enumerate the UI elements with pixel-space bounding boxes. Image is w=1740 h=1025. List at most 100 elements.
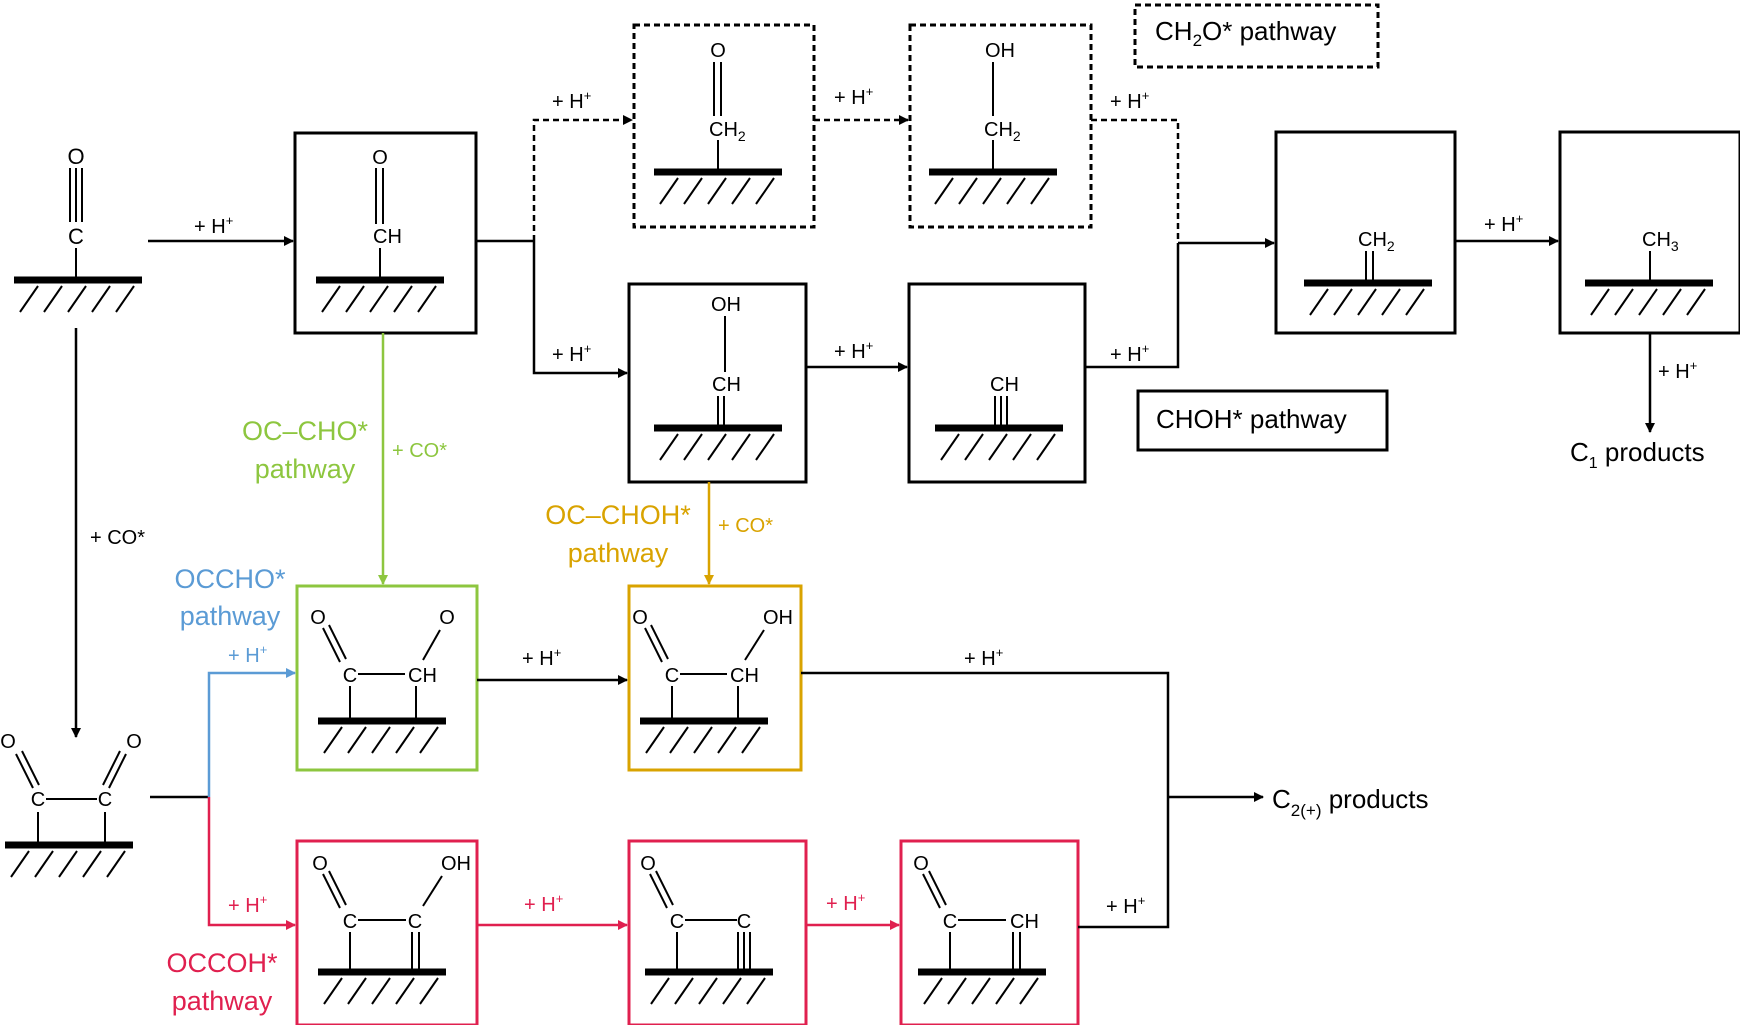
svg-text:O: O <box>0 731 16 753</box>
svg-text:OCCHO*: OCCHO* <box>174 564 285 594</box>
label-h-c2-top: + H+ <box>964 645 1003 670</box>
svg-text:O: O <box>913 853 929 875</box>
molecule-occ: O C C <box>640 853 773 1004</box>
svg-text:C: C <box>408 911 422 933</box>
svg-text:O: O <box>372 147 388 169</box>
molecule-choh: OH CH <box>654 294 782 460</box>
arrow-cho-to-choh <box>532 241 628 378</box>
svg-text:C: C <box>943 911 957 933</box>
svg-text:CHOH* pathway: CHOH* pathway <box>1156 404 1347 434</box>
box-ch2o <box>632 23 816 229</box>
svg-text:C: C <box>665 665 679 687</box>
svg-text:CH2: CH2 <box>984 119 1021 144</box>
box-occ <box>627 839 808 1025</box>
box-occh <box>899 839 1080 1025</box>
svg-text:C: C <box>670 911 684 933</box>
structure-boxes <box>293 23 1740 1025</box>
c2-products: C2(+) products <box>1272 784 1428 820</box>
box-choh <box>627 282 808 484</box>
arrow-cho-to-ch2o <box>532 115 633 241</box>
label-h-ch2oh: + H+ <box>834 84 873 109</box>
label-h-co-cho: + H+ <box>194 213 233 238</box>
label-h-ch2o: + H+ <box>552 88 591 113</box>
molecule-occho: O O C CH <box>310 607 455 753</box>
svg-text:O: O <box>710 40 726 62</box>
label-h-c1: + H+ <box>1658 358 1697 383</box>
svg-text:OH: OH <box>441 853 471 875</box>
svg-text:OH: OH <box>763 607 793 629</box>
label-h-blue: + H+ <box>228 642 267 667</box>
label-h-from-ch: + H+ <box>1110 341 1149 366</box>
svg-text:C: C <box>31 789 45 811</box>
svg-text:C: C <box>68 224 84 249</box>
molecule-occo: O O C C <box>0 731 142 877</box>
svg-text:CH: CH <box>990 374 1019 396</box>
svg-text:pathway: pathway <box>172 986 273 1016</box>
label-h-ch3: + H+ <box>1484 211 1523 236</box>
svg-text:C: C <box>343 911 357 933</box>
pathway-occho: OCCHO* pathway <box>174 564 285 631</box>
svg-text:CH2: CH2 <box>1358 229 1395 254</box>
box-ch <box>907 282 1087 484</box>
box-cho <box>293 131 478 335</box>
svg-text:O: O <box>67 144 84 169</box>
label-h-c2-bottom: + H+ <box>1106 893 1145 918</box>
svg-text:O: O <box>640 853 656 875</box>
svg-text:CH: CH <box>730 665 759 687</box>
label-co-orange: + CO* <box>718 515 773 537</box>
molecule-co: O C <box>14 144 142 312</box>
c1-products: C1 products <box>1570 437 1705 472</box>
label-h-red-3: + H+ <box>826 890 865 915</box>
svg-text:O: O <box>126 731 142 753</box>
svg-text:C: C <box>737 911 751 933</box>
box-occhoh <box>627 584 803 772</box>
molecule-ch2: CH2 <box>1304 229 1432 315</box>
svg-text:O: O <box>439 607 455 629</box>
molecule-ch2o: O CH2 <box>654 40 782 204</box>
arrow-occoh-pathway <box>207 797 296 930</box>
molecule-occoh: O OH C C <box>312 853 471 1004</box>
svg-text:O: O <box>312 853 328 875</box>
svg-text:OH: OH <box>985 40 1015 62</box>
label-co-dimer: + CO* <box>90 527 145 549</box>
label-h-red-2: + H+ <box>524 891 563 916</box>
molecule-occh: O C CH <box>913 853 1046 1004</box>
svg-text:CH: CH <box>1010 911 1039 933</box>
line-occhoh-to-c2 <box>801 671 1170 929</box>
box-ch2oh <box>908 23 1093 229</box>
line-ch-merge <box>1085 243 1180 369</box>
svg-text:CH: CH <box>373 226 402 248</box>
line-ch2oh-merge <box>1091 118 1180 243</box>
box-occho <box>295 584 479 772</box>
svg-text:pathway: pathway <box>255 454 356 484</box>
molecule-ch: CH <box>935 374 1063 460</box>
svg-text:CH2O* pathway: CH2O* pathway <box>1155 16 1336 50</box>
label-h-occhoh: + H+ <box>522 645 561 670</box>
legend-ch2o-pathway: CH2O* pathway <box>1133 3 1380 69</box>
molecule-ch2oh: OH CH2 <box>929 40 1057 204</box>
svg-text:CH: CH <box>408 665 437 687</box>
pathway-occoh: OCCOH* pathway <box>166 948 277 1016</box>
svg-text:pathway: pathway <box>180 601 281 631</box>
black-arrows <box>71 115 1655 929</box>
label-h-choh: + H+ <box>552 341 591 366</box>
svg-text:CH: CH <box>712 374 741 396</box>
svg-text:O: O <box>310 607 326 629</box>
svg-text:OH: OH <box>711 294 741 316</box>
pathway-oc-choh: OC–CHOH* pathway <box>545 500 691 568</box>
pathway-oc-cho: OC–CHO* pathway <box>242 416 369 484</box>
molecule-cho: O CH <box>316 147 444 312</box>
svg-text:OCCOH*: OCCOH* <box>166 948 277 978</box>
molecule-occhoh: O OH C CH <box>632 607 793 753</box>
label-h-from-ch2oh: + H+ <box>1110 88 1149 113</box>
svg-text:O: O <box>632 607 648 629</box>
svg-text:CH2: CH2 <box>709 119 746 144</box>
legend-choh-pathway: CHOH* pathway <box>1136 389 1389 452</box>
step-labels-colored: + CO* + CO* + H+ + H+ + H+ + H+ <box>228 440 865 917</box>
step-labels-black: + H+ + CO* + H+ + H+ + H+ + H+ + H+ + H+… <box>90 84 1697 918</box>
svg-text:CH3: CH3 <box>1642 229 1679 254</box>
box-occoh <box>295 839 479 1025</box>
label-h-ch: + H+ <box>834 338 873 363</box>
box-ch2 <box>1274 130 1457 335</box>
